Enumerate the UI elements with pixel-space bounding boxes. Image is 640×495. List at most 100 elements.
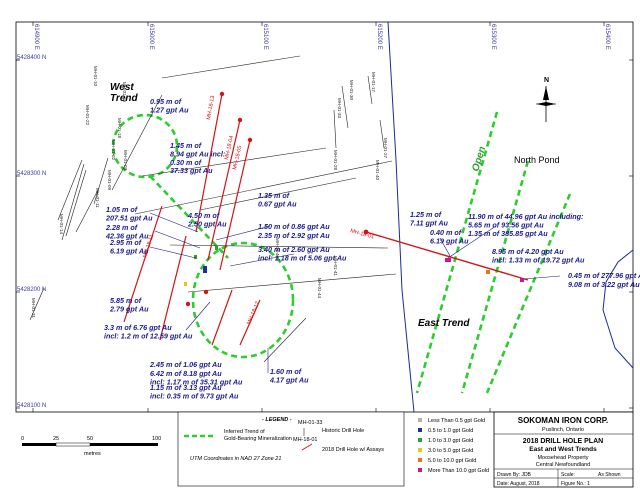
collar-marker [363, 229, 369, 235]
leader-line [149, 212, 199, 233]
grade-swatch [418, 428, 422, 432]
west-trend-link [149, 175, 229, 259]
historic-trace [199, 177, 357, 211]
scale-tick-50: 50 [87, 436, 93, 442]
historic-trace [65, 169, 87, 237]
grade-swatch [418, 458, 422, 462]
grade-class-label: More Than 10.0 gpt Gold [428, 468, 489, 474]
historic-trace [263, 317, 307, 363]
assay-callout: 0.45 m of 277.96 gpt Au [568, 271, 640, 280]
leader-line [149, 246, 197, 259]
drill-hole-2018-label: MH-18-12 [246, 301, 261, 326]
region-name: Central Newfoundland [536, 462, 590, 468]
open-label: Open [470, 145, 488, 173]
grade-marker [215, 246, 218, 250]
map-subtitle: East and West Trends [529, 446, 597, 453]
collar-marker [219, 91, 225, 97]
northing-label: 5428200 N [17, 287, 46, 293]
historic-trace [187, 273, 397, 293]
historic-hole-label: MH-01-40 [375, 160, 380, 181]
historic-trace [379, 119, 385, 149]
drawn-by: Drawn By: JDB [497, 472, 532, 478]
grade-marker [203, 266, 207, 273]
historic-trace [57, 159, 83, 221]
leader-line [215, 225, 271, 241]
legend-utm-note: UTM Coordinates in NAD 27 Zone 21 [190, 456, 281, 462]
historic-hole-label: MH-01-31 [31, 298, 36, 319]
east-trend-line-1 [415, 111, 499, 394]
historic-hole-label: MH-01-28 [333, 150, 338, 171]
north-arrow: N [536, 77, 556, 122]
grade-swatch [418, 438, 422, 442]
historic-trace [341, 85, 349, 129]
historic-hole-label: MH-01-02 [111, 140, 116, 161]
east-trend-label: East Trend [418, 318, 470, 329]
northing-label: 5428300 N [17, 171, 46, 177]
scale-tick-25: 25 [53, 436, 59, 442]
historic-trace [61, 163, 85, 241]
legend-new-hole-label: 2018 Drill Hole w/ Assays [322, 447, 384, 453]
grade-swatch [418, 448, 422, 452]
grade-swatch [418, 468, 422, 472]
grade-class-label: 3.0 to 5.0 gpt Gold [428, 448, 473, 454]
drill-hole-2018-label: MH-18-05 [232, 145, 243, 170]
drill-collars [185, 91, 369, 307]
leader-line [185, 301, 211, 331]
historic-hole-label: MH-01-19 [122, 82, 127, 103]
scale-tick-100: 100 [152, 436, 161, 442]
title-block: SOKOMAN IRON CORP. Puslinch, Ontario 201… [493, 411, 634, 488]
drill-traces-2018 [123, 93, 529, 346]
grade-marker [194, 255, 197, 259]
company-location: Puslinch, Ontario [542, 427, 584, 433]
inferred-trend-zones [111, 111, 572, 394]
easting-label: 615200 E [376, 24, 382, 50]
historic-hole-label: MH-01-14 [59, 214, 64, 235]
historic-hole-label: MH-01-43 [275, 238, 280, 259]
leader-line [523, 275, 561, 280]
legend-historic-sample: MH-01-33 [298, 420, 322, 426]
assay-callout: 2.45 m of 1.06 gpt Au [149, 360, 222, 369]
road-lines [387, 21, 634, 413]
scale-label: Scale: [561, 472, 575, 478]
historic-trace [93, 157, 109, 205]
grade-markers [184, 246, 524, 286]
assay-callout: 9.08 m of 3.22 gpt Au [568, 280, 640, 289]
leader-line [229, 253, 295, 267]
assay-callout: 1.50 m of 0.86 gpt Au [258, 222, 330, 231]
drill-trace-2018 [239, 299, 261, 346]
north-arrow-label: N [544, 77, 549, 84]
north-pond-label: North Pond [514, 155, 560, 165]
scale-value: As Shown [598, 472, 621, 478]
west-trend-south-ellipse [191, 241, 295, 359]
easting-label: 615100 E [262, 24, 268, 50]
road-west [387, 21, 415, 413]
collar-marker [237, 117, 243, 123]
west-trend-north-ellipse [111, 113, 179, 179]
historic-hole-label: MH-01-22 [85, 105, 90, 126]
northing-label: 5428100 N [17, 403, 46, 409]
grade-marker [520, 278, 524, 282]
grade-marker [184, 282, 187, 286]
easting-label: 615400 E [604, 24, 610, 50]
historic-hole-label: MH-01-44 [317, 278, 322, 299]
grade-class-label: 0.5 to 1.0 gpt Gold [428, 428, 473, 434]
east-trend-line-2 [460, 160, 530, 394]
leader-line [447, 225, 497, 259]
